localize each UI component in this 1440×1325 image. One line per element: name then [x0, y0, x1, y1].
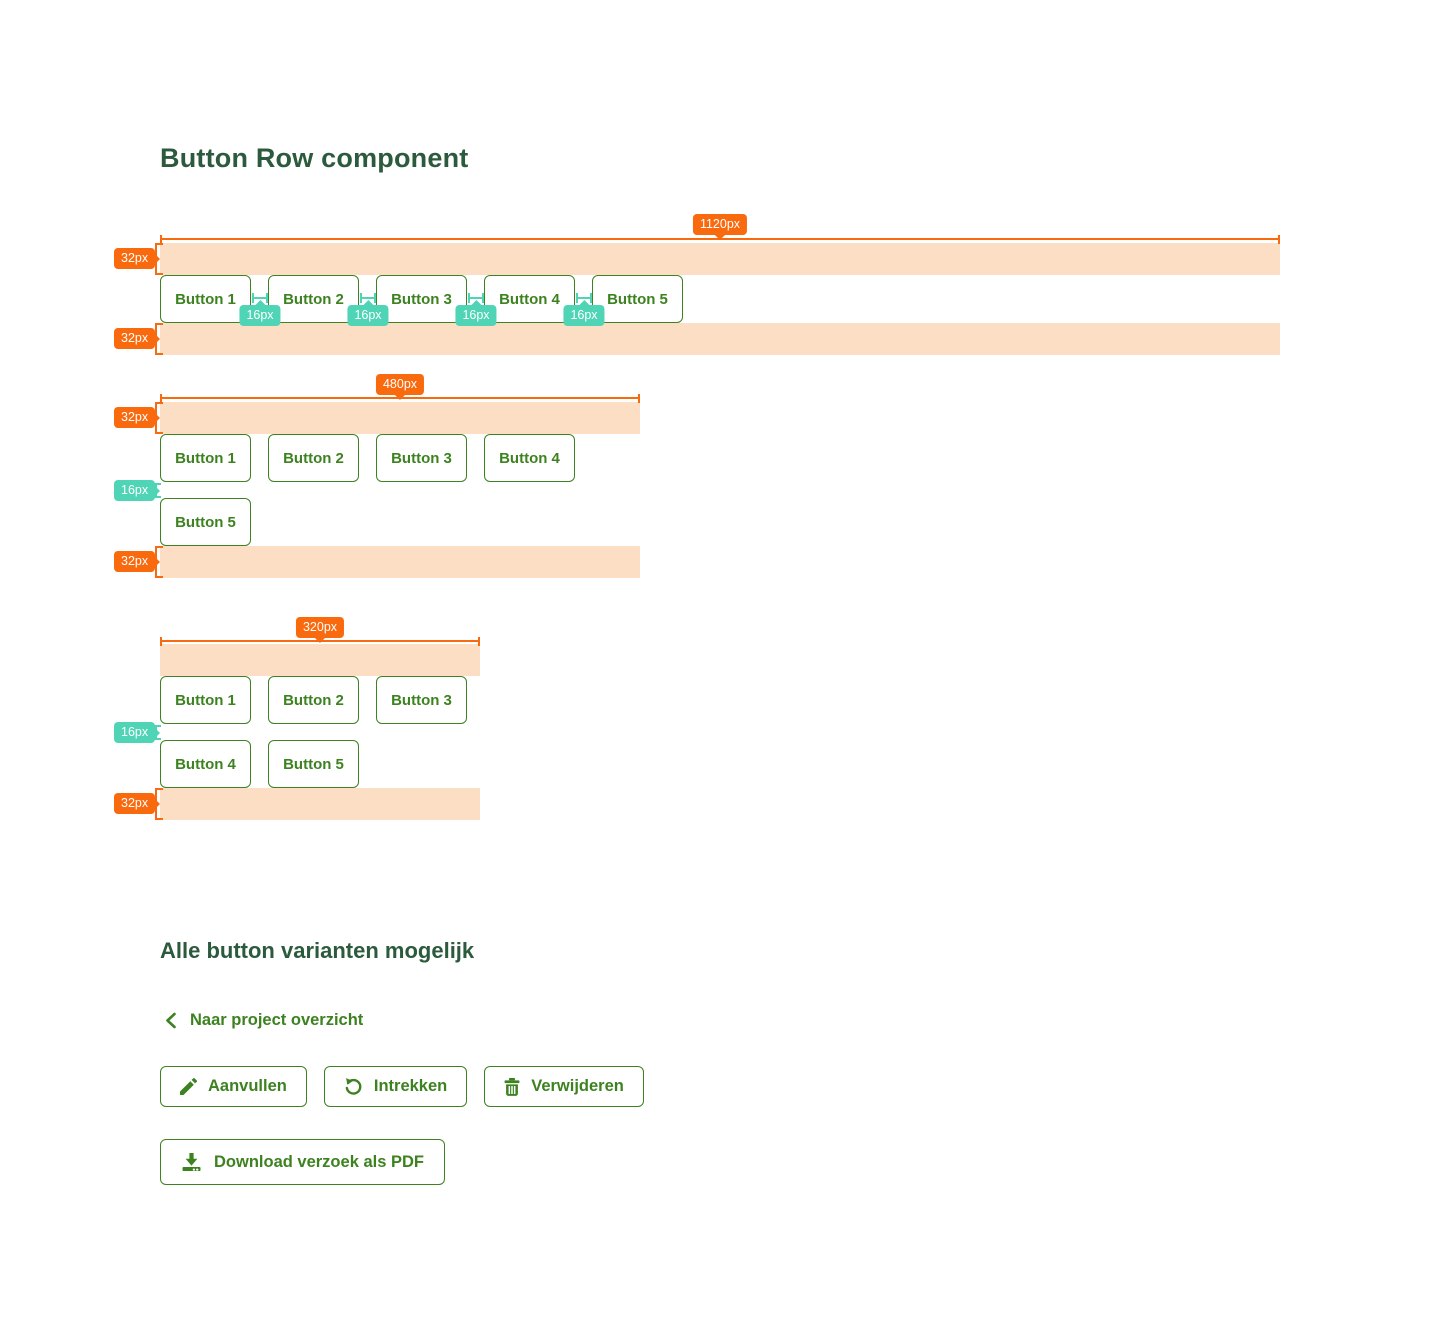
- page-title: Button Row component: [160, 143, 469, 173]
- pencil-icon: [180, 1078, 197, 1095]
- trash-icon: [504, 1077, 520, 1096]
- padding-measure-badge: 32px: [114, 328, 156, 349]
- padding-measure-badge: 32px: [114, 248, 156, 269]
- verwijderen-button[interactable]: Verwijderen: [484, 1066, 644, 1107]
- gap-measure-badge: 16px: [239, 305, 281, 326]
- demo-button[interactable]: Button 5: [160, 498, 251, 546]
- action-buttons-row: Aanvullen Intrekken Verwijderen: [160, 1066, 644, 1107]
- download-pdf-button[interactable]: Download verzoek als PDF: [160, 1139, 445, 1185]
- intrekken-label: Intrekken: [373, 1077, 448, 1095]
- demo-button[interactable]: Button 3: [376, 275, 467, 323]
- back-link-label: Naar project overzicht: [190, 1011, 364, 1029]
- back-link[interactable]: Naar project overzicht: [163, 1011, 363, 1030]
- padding-block-top: [160, 644, 480, 676]
- gap-measure-badge: 16px: [347, 305, 389, 326]
- verwijderen-label: Verwijderen: [531, 1077, 624, 1095]
- padding-measure-badge: 32px: [114, 407, 156, 428]
- padding-measure-badge: 32px: [114, 551, 156, 572]
- padding-block-bottom: [160, 323, 1280, 355]
- aanvullen-button[interactable]: Aanvullen: [160, 1066, 307, 1107]
- gap-measure-badge: 16px: [114, 722, 156, 743]
- demo-button[interactable]: Button 2: [268, 676, 359, 724]
- demo-button[interactable]: Button 4: [484, 275, 575, 323]
- gap-measure-badge: 16px: [114, 480, 156, 501]
- gap-measure-badge: 16px: [455, 305, 497, 326]
- section-title: Alle button varianten mogelijk: [160, 938, 475, 963]
- width-measure-badge: 1120px: [692, 214, 748, 235]
- width-measure-badge: 320px: [295, 617, 345, 638]
- padding-block-bottom: [160, 788, 480, 820]
- demo-button[interactable]: Button 3: [376, 676, 467, 724]
- gap-measure-badge: 16px: [563, 305, 605, 326]
- download-icon: [181, 1152, 202, 1172]
- demo-button[interactable]: Button 4: [160, 740, 251, 788]
- demo-button[interactable]: Button 5: [592, 275, 683, 323]
- padding-measure-badge: 32px: [114, 793, 156, 814]
- padding-block-bottom: [160, 546, 640, 578]
- demo-button[interactable]: Button 1: [160, 434, 251, 482]
- demo-button[interactable]: Button 4: [484, 434, 575, 482]
- demo-button[interactable]: Button 1: [160, 676, 251, 724]
- undo-icon: [344, 1077, 363, 1096]
- download-pdf-label: Download verzoek als PDF: [214, 1152, 424, 1171]
- demo-button[interactable]: Button 5: [268, 740, 359, 788]
- aanvullen-label: Aanvullen: [208, 1077, 287, 1095]
- padding-block-top: [160, 243, 1280, 275]
- demo-button[interactable]: Button 2: [268, 434, 359, 482]
- intrekken-button[interactable]: Intrekken: [323, 1066, 468, 1107]
- chevron-left-icon: [163, 1012, 178, 1029]
- width-measure-badge: 480px: [375, 374, 425, 395]
- demo-button[interactable]: Button 2: [268, 275, 359, 323]
- padding-block-top: [160, 402, 640, 434]
- demo-button[interactable]: Button 3: [376, 434, 467, 482]
- demo-button[interactable]: Button 1: [160, 275, 251, 323]
